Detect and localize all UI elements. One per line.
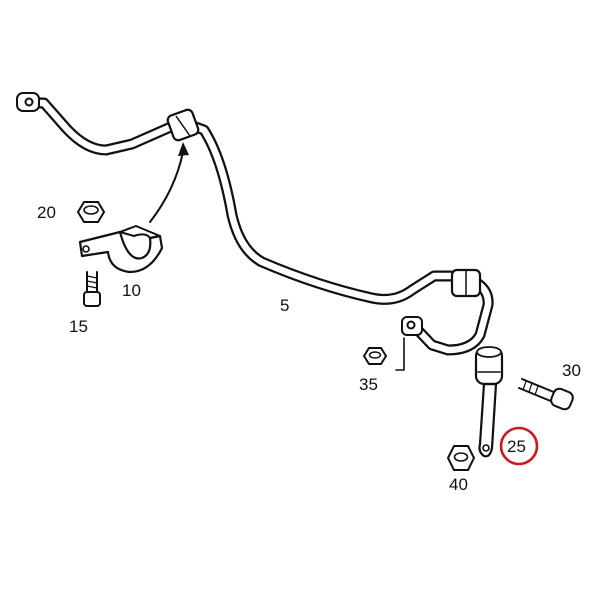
- callout-20: 20: [37, 203, 56, 222]
- callout-35: 35: [359, 375, 378, 394]
- bushing-bracket-part-10[interactable]: [78, 225, 164, 274]
- bolt-part-30[interactable]: [518, 378, 575, 411]
- stabilizer-bar[interactable]: [16, 92, 494, 356]
- highlight-ring: [499, 426, 539, 466]
- callout-40: 40: [449, 475, 468, 494]
- leader-line-35: [395, 337, 405, 371]
- callout-10: 10: [122, 281, 141, 300]
- callout-15: 15: [69, 317, 88, 336]
- nut-part-35[interactable]: [362, 347, 388, 365]
- bolt-part-15[interactable]: [83, 271, 101, 307]
- nut-part-20[interactable]: [76, 201, 106, 223]
- callout-25: 25: [507, 437, 526, 456]
- assembly-arrow: [149, 142, 189, 223]
- callout-5: 5: [280, 296, 289, 315]
- nut-part-40[interactable]: [446, 445, 476, 471]
- coupling-link-part-25[interactable]: [474, 346, 504, 458]
- callout-30: 30: [562, 361, 581, 380]
